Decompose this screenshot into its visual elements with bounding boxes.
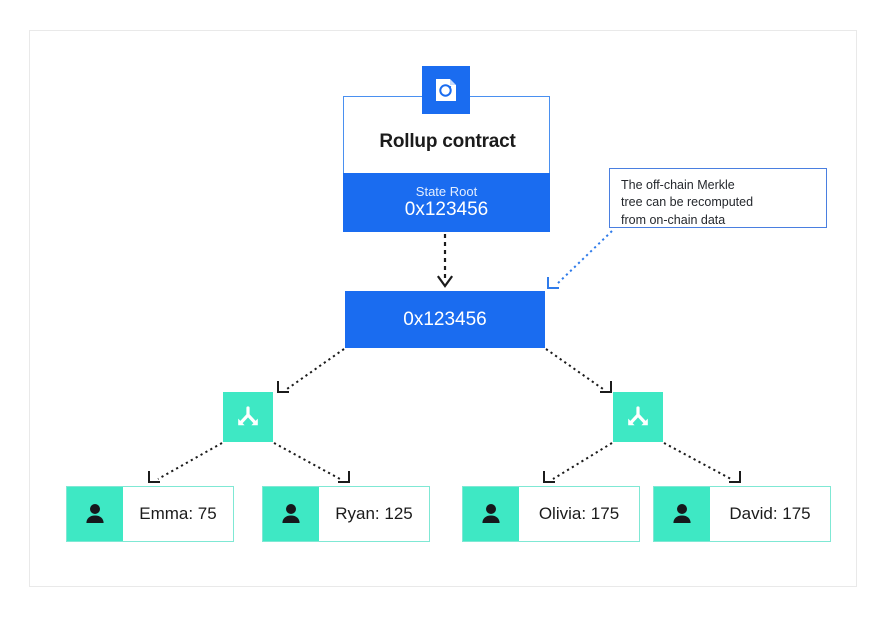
person-icon (463, 487, 519, 541)
leaf-node[interactable]: Ryan: 125 (262, 486, 430, 542)
person-icon (263, 487, 319, 541)
merkle-branch-icon-left[interactable] (223, 392, 273, 442)
person-icon (654, 487, 710, 541)
annotation-line-3: from on-chain data (621, 212, 726, 227)
state-root-block: State Root 0x123456 (343, 173, 550, 232)
rollup-contract-title: Rollup contract (379, 131, 516, 152)
merkle-branch-icon-right[interactable] (613, 392, 663, 442)
leaf-node[interactable]: Olivia: 175 (462, 486, 640, 542)
annotation-callout: The off-chain Merkle tree can be recompu… (609, 168, 827, 228)
state-root-value: 0x123456 (404, 199, 489, 221)
annotation-line-1: The off-chain Merkle (621, 178, 735, 192)
rollup-contract-node[interactable]: Rollup contract State Root 0x123456 (343, 96, 550, 232)
person-icon (67, 487, 123, 541)
document-refresh-icon (422, 66, 470, 114)
leaf-node[interactable]: David: 175 (653, 486, 831, 542)
annotation-line-2: tree can be recomputed (621, 195, 754, 210)
leaf-label: Ryan: 125 (335, 504, 413, 523)
merkle-root-hash-node[interactable]: 0x123456 (345, 291, 545, 348)
leaf-node[interactable]: Emma: 75 (66, 486, 234, 542)
state-root-label: State Root (415, 183, 478, 199)
leaf-label: David: 175 (729, 504, 811, 523)
leaf-label: Olivia: 175 (538, 504, 620, 523)
leaf-label: Emma: 75 (139, 504, 217, 523)
